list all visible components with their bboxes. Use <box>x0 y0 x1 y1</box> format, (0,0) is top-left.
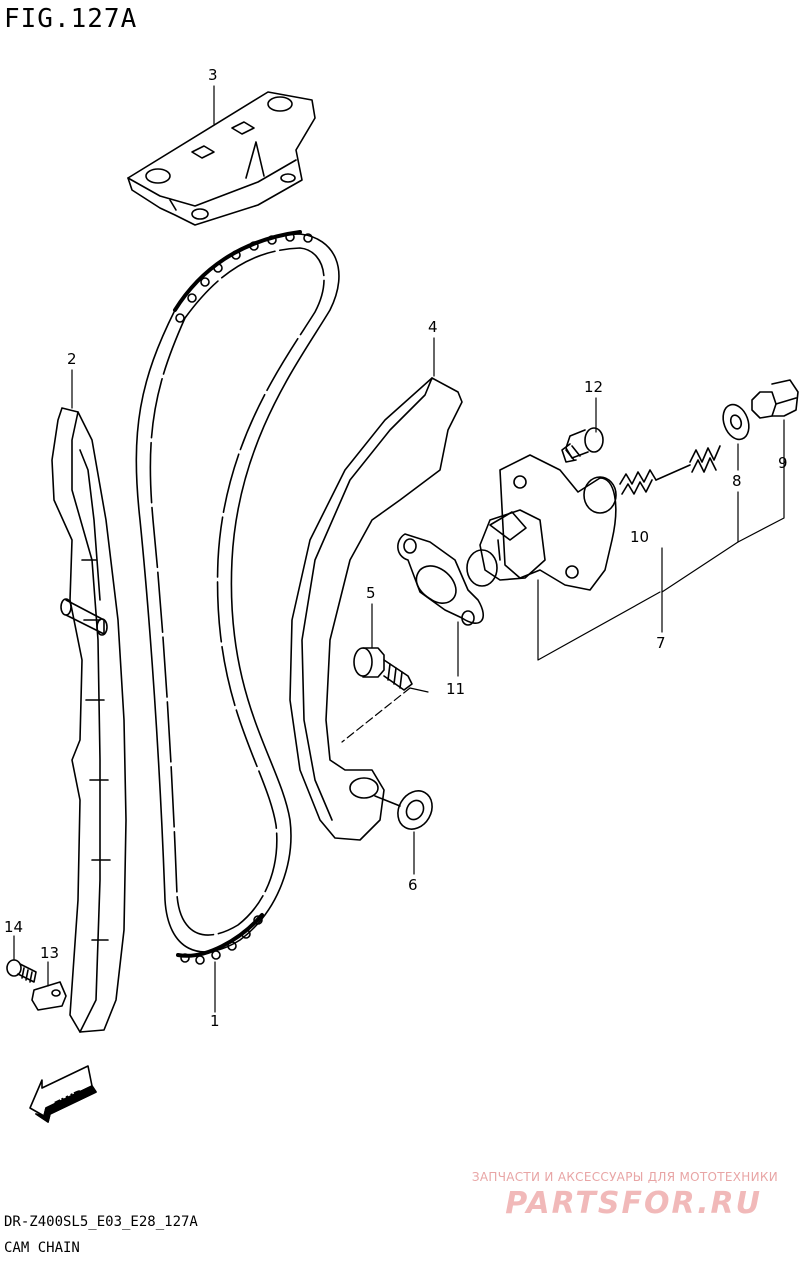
watermark-tagline: ЗАПЧАСТИ И АКСЕССУАРЫ ДЛЯ МОТОТЕХНИКИ <box>471 1170 778 1184</box>
part-6-washer[interactable] <box>374 785 439 836</box>
figure-title: FIG.127A <box>4 4 138 34</box>
callout-3: 3 <box>208 66 218 84</box>
callout-6: 6 <box>408 876 418 894</box>
watermark-brand: PARTSFOR.RU <box>505 1186 762 1221</box>
part-8-washer[interactable] <box>719 401 754 443</box>
callout-14: 14 <box>4 918 23 936</box>
callout-7: 7 <box>656 634 666 652</box>
callout-1: 1 <box>210 1012 220 1030</box>
callout-2: 2 <box>67 350 77 368</box>
callout-13: 13 <box>40 944 59 962</box>
part-2-chain-guide[interactable] <box>51 407 127 1033</box>
callout-9: 9 <box>778 454 788 472</box>
part-1-cam-chain[interactable] <box>135 230 340 965</box>
part-10-springs[interactable] <box>619 445 721 495</box>
figure-code: DR-Z400SL5_E03_E28_127A <box>4 1214 198 1230</box>
callout-10: 10 <box>630 528 649 546</box>
fwd-arrow-icon: FWD <box>29 1065 97 1123</box>
part-9-cap-bolt[interactable] <box>751 379 799 419</box>
part-11-gasket[interactable] <box>397 533 484 626</box>
callout-8: 8 <box>732 472 742 490</box>
callout-12: 12 <box>584 378 603 396</box>
part-5-bolt[interactable] <box>353 647 413 691</box>
part-7-tensioner-assembly[interactable] <box>466 454 617 591</box>
part-14-screw[interactable] <box>6 959 37 983</box>
part-3-upper-guide[interactable] <box>127 91 316 226</box>
part-4-tensioner-lever[interactable] <box>289 377 463 841</box>
leader-lines <box>13 85 785 1013</box>
callout-5: 5 <box>366 584 376 602</box>
part-13-plate[interactable] <box>31 981 67 1011</box>
callout-labels: 3 2 4 12 9 8 10 7 5 11 6 1 14 13 <box>4 66 788 1030</box>
callout-11: 11 <box>446 680 465 698</box>
part-12-bolt[interactable] <box>561 427 604 463</box>
callout-4: 4 <box>428 318 438 336</box>
figure-name: CAM CHAIN <box>4 1240 80 1256</box>
